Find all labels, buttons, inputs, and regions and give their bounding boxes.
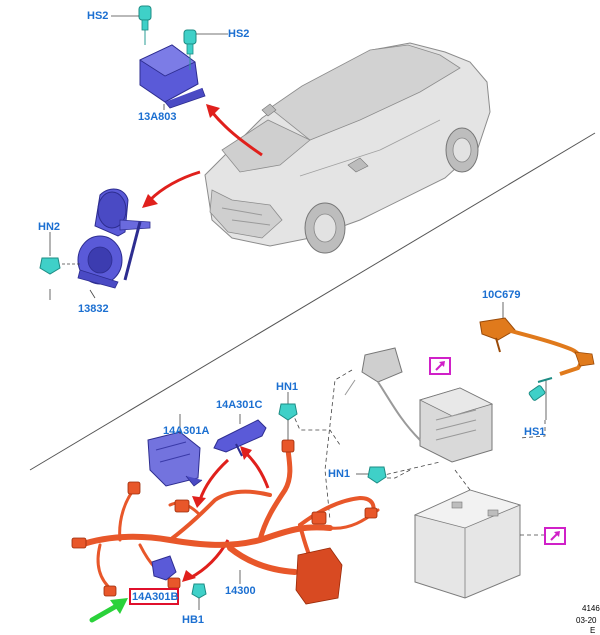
callout-14a301b: 14A301B (132, 591, 179, 603)
fastener-hs2-right (183, 29, 197, 70)
external-link-icon (435, 361, 445, 371)
part-14a301c-bracket (213, 419, 267, 457)
motion-arrowheads (142, 104, 252, 582)
fastener-hb1 (191, 583, 207, 610)
fastener-hn1-top (278, 392, 298, 445)
callout-14a301c: 14A301C (216, 399, 263, 411)
external-link-icon[interactable] (429, 357, 451, 375)
arrow-to-13a803 (210, 111, 263, 157)
section-divider (29, 132, 596, 471)
fastener-hs2-top (138, 5, 152, 45)
leader-lines (291, 369, 546, 536)
callout-hb1: HB1 (182, 614, 205, 626)
part-14a301a-bracket (147, 431, 203, 487)
fastener-hn2 (39, 232, 61, 275)
callout-hs2-top: HS2 (87, 10, 109, 22)
harness-connectors (71, 439, 378, 605)
figure-reference-line1: 4146 (582, 604, 600, 613)
vehicle-illustration (204, 42, 491, 254)
external-link-icon[interactable] (544, 527, 566, 545)
callout-13a803: 13A803 (138, 111, 177, 123)
callout-13832: 13832 (78, 303, 109, 315)
part-13832-horn (77, 188, 151, 289)
arrow-to-14a301a (198, 458, 230, 501)
highlight-box-14a301b (129, 588, 179, 605)
green-pointer-arrow-icon (89, 598, 128, 623)
fastener-hn1-mid (356, 466, 387, 484)
callout-hn1-mid: HN1 (328, 468, 351, 480)
callout-hs2-right: HS2 (228, 28, 250, 40)
label-leaders (49, 104, 241, 584)
callout-hn1-top: HN1 (276, 381, 299, 393)
battery-junction-box (418, 387, 494, 463)
callout-hs1: HS1 (524, 426, 546, 438)
part-10c679-cable (479, 317, 595, 376)
battery (413, 489, 522, 599)
callout-hn2: HN2 (38, 221, 61, 233)
fastener-hs1 (528, 377, 553, 420)
arrow-to-14a301c (243, 450, 270, 489)
arrow-to-13832 (148, 170, 201, 202)
figure-reference-line2: 03-20 (576, 616, 597, 625)
callout-10c679: 10C679 (482, 289, 521, 301)
callout-14300: 14300 (225, 585, 256, 597)
part-13a803-module (139, 44, 206, 109)
part-14a301b-bracket (151, 555, 177, 581)
callout-14a301a: 14A301A (163, 425, 210, 437)
external-link-icon (550, 531, 560, 541)
figure-reference-line3: E (590, 626, 596, 635)
upper-relay-bracket (344, 347, 421, 441)
